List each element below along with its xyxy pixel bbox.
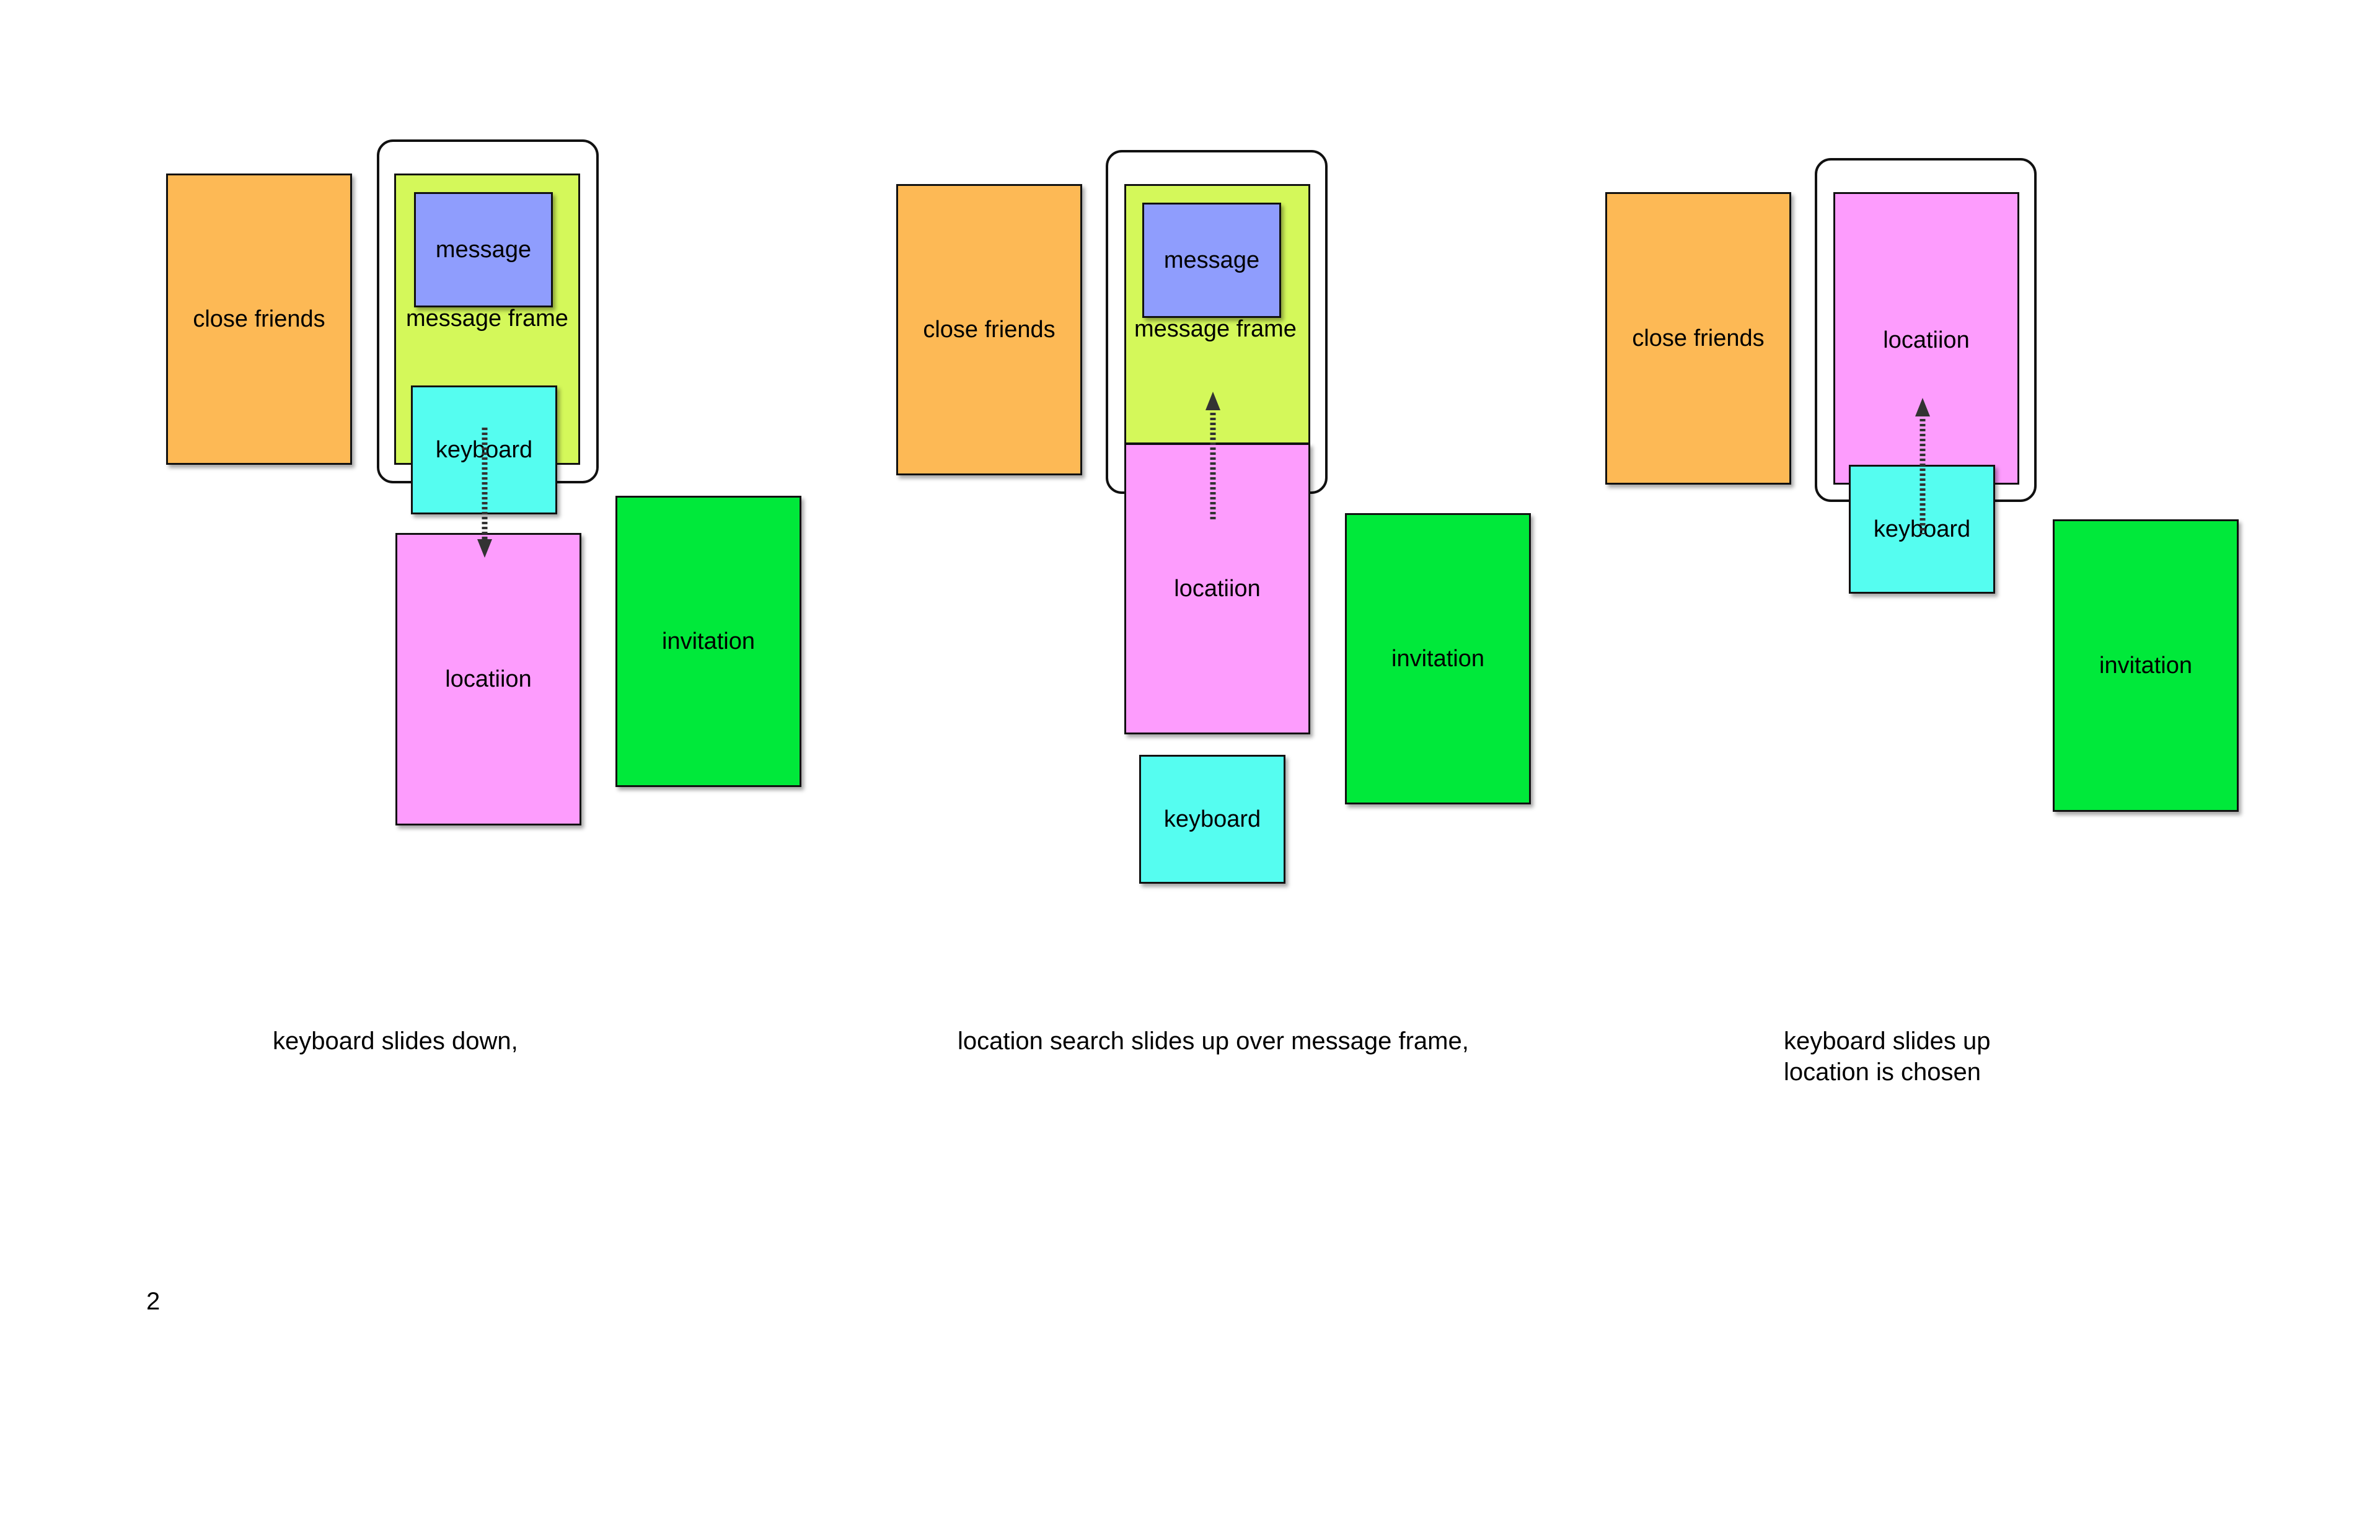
invitation-label: invitation xyxy=(2099,652,2192,679)
location-panel: locatiion xyxy=(1833,192,2019,485)
location-panel: locatiion xyxy=(1124,443,1310,734)
caption-line: location is chosen xyxy=(1784,1058,1981,1086)
arrow-up-icon xyxy=(1205,392,1220,522)
caption-line: location search slides up over message f… xyxy=(958,1027,1469,1055)
caption-1: keyboard slides down, xyxy=(273,1026,518,1057)
location-panel: locatiion xyxy=(395,533,581,825)
caption-line: keyboard slides down, xyxy=(273,1027,518,1055)
location-label: locatiion xyxy=(1883,327,1970,353)
invitation-panel: invitation xyxy=(615,496,801,787)
close-friends-label: close friends xyxy=(193,306,325,332)
message-frame-label: message frame xyxy=(1134,316,1297,342)
page-number: 2 xyxy=(146,1288,161,1315)
close-friends-label: close friends xyxy=(923,316,1056,343)
invitation-panel: invitation xyxy=(2053,519,2239,812)
location-label: locatiion xyxy=(445,666,532,692)
message-panel: message xyxy=(414,192,553,307)
location-label: locatiion xyxy=(1174,575,1261,602)
close-friends-panel: close friends xyxy=(166,174,352,465)
close-friends-panel: close friends xyxy=(1605,192,1791,485)
keyboard-panel: keyboard xyxy=(1139,755,1285,884)
invitation-label: invitation xyxy=(1391,645,1484,672)
message-panel: message xyxy=(1142,203,1281,318)
keyboard-label: keyboard xyxy=(1163,806,1261,832)
message-frame-label: message frame xyxy=(406,306,568,332)
caption-3: keyboard slides up location is chosen xyxy=(1784,1026,1991,1088)
invitation-label: invitation xyxy=(662,628,755,654)
caption-2: location search slides up over message f… xyxy=(958,1026,1469,1057)
arrow-up-icon xyxy=(1915,398,1930,534)
close-friends-panel: close friends xyxy=(896,184,1082,475)
message-label: message xyxy=(1163,247,1260,273)
message-label: message xyxy=(435,236,532,263)
invitation-panel: invitation xyxy=(1345,513,1531,804)
caption-line: keyboard slides up xyxy=(1784,1027,1991,1055)
arrow-down-icon xyxy=(477,428,492,558)
close-friends-label: close friends xyxy=(1632,325,1765,351)
